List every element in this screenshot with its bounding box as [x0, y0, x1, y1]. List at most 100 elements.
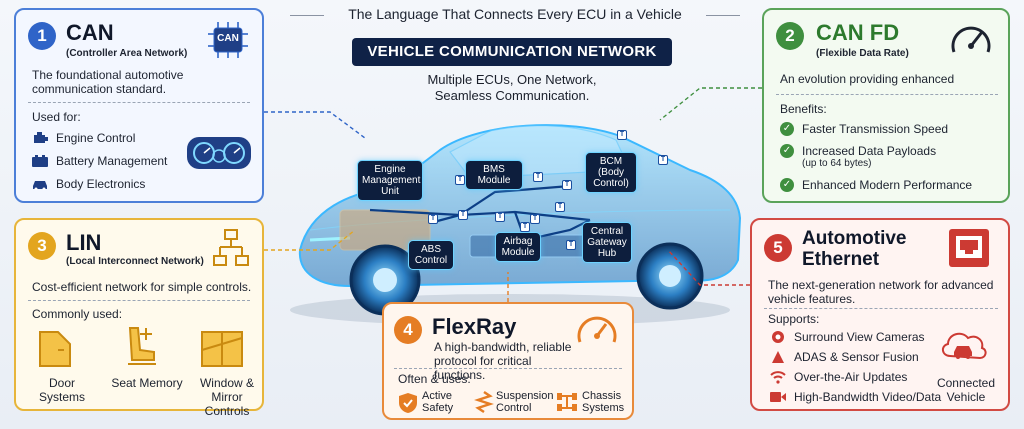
ecu-bcm: BCM (Body Control): [585, 152, 637, 193]
flexray-item-suspension: Suspension Control: [496, 390, 554, 414]
network-node: T: [428, 214, 438, 224]
ethernet-title-line-1: Automotive: [802, 228, 907, 249]
network-node: T: [658, 155, 668, 165]
top-title-text: The Language That Connects Every ECU in …: [348, 6, 682, 22]
ecu-central-gateway: Central Gateway Hub: [582, 222, 632, 263]
front-wheel-hub: [373, 268, 397, 292]
can-description: The foundational automotive communicatio…: [32, 68, 184, 96]
flexray-uses-label: Often & uses:: [398, 372, 471, 386]
flexray-description: A high-bandwidth, reliable protocol for …: [434, 340, 572, 382]
ethernet-number-badge: 5: [764, 234, 792, 262]
lin-used-label: Commonly used:: [32, 307, 123, 321]
suspension-icon: [474, 390, 494, 419]
network-node: T: [520, 222, 530, 232]
rear-wheel-hub: [659, 265, 681, 287]
lin-connector: [264, 229, 356, 251]
ethernet-divider: [764, 308, 998, 309]
network-node: T: [455, 175, 465, 185]
can-used-for-label: Used for:: [32, 110, 81, 124]
lin-description: Cost-efficient network for simple contro…: [32, 280, 252, 294]
banner-subtitle-line-2: Seamless Communication.: [434, 88, 590, 103]
canfd-benefit-payload: ✓ Increased Data Payloads (up to 64 byte…: [780, 144, 936, 169]
check-icon: ✓: [780, 178, 794, 192]
shield-icon: [398, 392, 418, 419]
connected-vehicle-label: Connected Vehicle: [936, 376, 996, 404]
ecu-engine-management: Engine Management Unit: [357, 160, 423, 201]
sensor-icon: [770, 350, 786, 364]
can-item-engine-control: Engine Control: [32, 131, 135, 145]
canfd-benefit-text: Increased Data Payloads (up to 64 bytes): [802, 144, 936, 169]
can-panel: 1 CAN (Controller Area Network) CAN The …: [14, 8, 264, 203]
door-icon: [36, 328, 72, 373]
ethernet-item-ota: Over-the-Air Updates: [770, 370, 907, 384]
gauge-icon: [574, 310, 620, 353]
can-title: CAN: [66, 20, 114, 45]
title-rule-right: [706, 15, 740, 16]
canfd-description: An evolution providing enhanced: [780, 72, 955, 86]
flexray-number-badge: 4: [394, 316, 422, 344]
battery-icon: [32, 154, 48, 168]
camera-icon: [770, 330, 786, 344]
ethernet-item-label: High-Bandwidth Video/Data: [794, 390, 942, 404]
flexray-divider: [394, 368, 622, 369]
ethernet-connector: [667, 249, 750, 286]
network-node: T: [458, 210, 468, 220]
ethernet-item-label: Surround View Cameras: [794, 330, 925, 344]
flexray-item-chassis: Chassis Systems: [582, 390, 625, 414]
car-icon: [32, 177, 48, 191]
lin-title: LIN: [66, 230, 102, 255]
dashboard-gauge-icon: [186, 136, 252, 170]
seat-icon: [120, 324, 160, 373]
canfd-connector: [659, 87, 762, 121]
banner-subtitle-line-1: Multiple ECUs, One Network,: [427, 72, 597, 87]
network-node: T: [555, 202, 565, 212]
lin-divider: [28, 300, 250, 301]
lin-number-badge: 3: [28, 232, 56, 260]
top-title: The Language That Connects Every ECU in …: [290, 6, 740, 22]
network-node: T: [617, 130, 627, 140]
ethernet-panel: 5 Automotive Ethernet The next-generatio…: [750, 218, 1010, 411]
ethernet-title-line-2: Ethernet: [802, 249, 880, 270]
ethernet-port-icon: [948, 228, 990, 273]
can-divider: [28, 102, 250, 103]
connected-vehicle-icon: [938, 326, 988, 377]
can-subtitle: (Controller Area Network): [66, 48, 188, 59]
canfd-benefits-label: Benefits:: [780, 102, 827, 116]
canfd-benefit-label: Faster Transmission Speed: [802, 122, 949, 136]
canfd-number-badge: 2: [776, 22, 804, 50]
network-node: T: [562, 180, 572, 190]
network-node: T: [495, 212, 505, 222]
window-icon: [200, 330, 244, 373]
can-chip-label: CAN: [217, 33, 239, 44]
canfd-title: CAN FD: [816, 20, 900, 45]
lin-item-seat-memory: Seat Memory: [111, 376, 183, 390]
canfd-benefit-speed: ✓ Faster Transmission Speed: [780, 122, 948, 136]
can-connector: [264, 111, 366, 139]
can-item-label: Body Electronics: [56, 177, 146, 191]
network-banner: VEHICLE COMMUNICATION NETWORK: [352, 38, 672, 66]
ecu-bms-module: BMS Module: [465, 160, 523, 190]
flexray-panel: 4 FlexRay A high-bandwidth, reliable pro…: [382, 302, 634, 420]
canfd-benefit-performance: ✓ Enhanced Modern Performance: [780, 178, 972, 192]
banner-subtitle: Multiple ECUs, One Network, Seamless Com…: [352, 72, 672, 104]
network-node: T: [530, 214, 540, 224]
check-icon: ✓: [780, 144, 794, 158]
chassis-icon: [556, 392, 578, 417]
ethernet-item-label: Over-the-Air Updates: [794, 370, 908, 384]
lin-item-door-systems: Door Systems: [38, 376, 85, 404]
canfd-benefit-note: (up to 64 bytes): [802, 158, 872, 169]
can-number-badge: 1: [28, 22, 56, 50]
canfd-panel: 2 CAN FD (Flexible Data Rate) An evoluti…: [762, 8, 1010, 203]
canfd-benefit-label: Increased Data Payloads: [802, 144, 937, 158]
hierarchy-icon: [212, 228, 250, 273]
engine-icon: [32, 131, 48, 145]
ethernet-title: Automotive Ethernet: [802, 228, 907, 270]
can-item-battery-management: Battery Management: [32, 154, 167, 168]
ethernet-item-label: ADAS & Sensor Fusion: [794, 350, 919, 364]
ecu-abs-control: ABS Control: [408, 240, 454, 270]
speedometer-icon: [948, 18, 994, 67]
check-icon: ✓: [780, 122, 794, 136]
can-item-body-electronics: Body Electronics: [32, 177, 145, 191]
canfd-benefit-label: Enhanced Modern Performance: [802, 178, 973, 192]
